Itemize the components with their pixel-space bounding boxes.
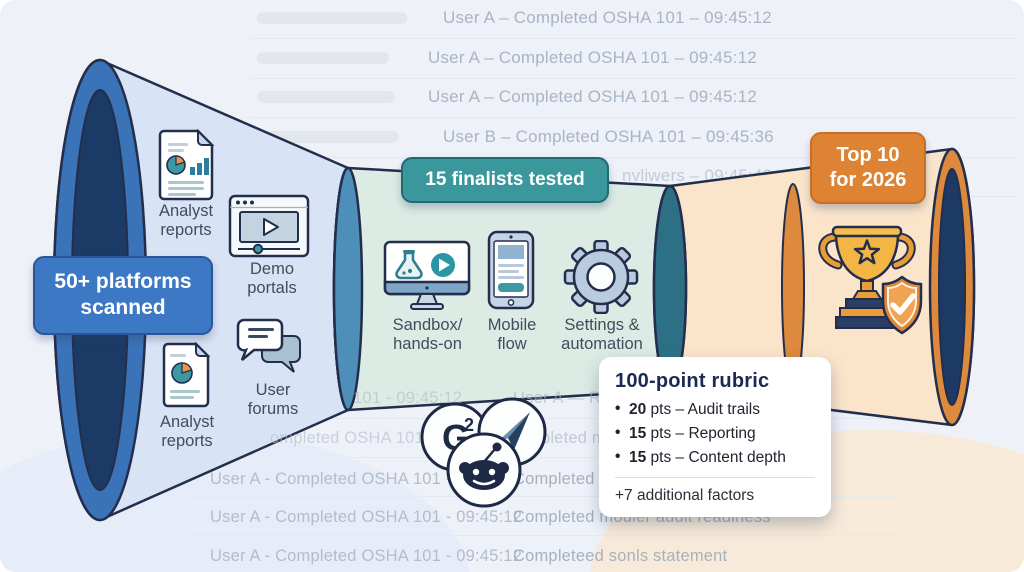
log-row: User A – Completed OSHA 101 – 09:45:12 [443,8,772,27]
row-separator [250,38,1016,39]
mobile-phone-icon [487,230,535,310]
log-row: Completeed sonls statement [513,547,728,565]
rubric-bullet: 20 pts – Audit trails [615,400,815,419]
rubric-divider [615,477,815,478]
log-pill [257,91,395,103]
demo-portals-icon [228,194,310,258]
log-pill [257,52,389,64]
log-row: 101 - 09:45:12 [353,389,463,407]
stage2-item-label: Sandbox/ hands-on [392,316,463,354]
svg-text:2: 2 [464,415,474,435]
shield-check-icon [881,275,923,335]
rubric-bullet: 15 pts – Reporting [615,424,815,443]
stage1-item-label: Analyst reports [158,202,214,240]
funnel-transition-1 [332,166,364,412]
rubric-title: 100-point rubric [615,370,770,392]
log-row: mpleted m [527,429,606,447]
funnel-mouth-right-inner [938,168,966,406]
rubric-bullet: 15 pts – Content depth [615,448,815,467]
rubric-list: 20 pts – Audit trails 15 pts – Reporting… [615,400,815,467]
log-pill [257,12,407,24]
log-row: Completed in [513,470,613,488]
row-separator [190,418,902,419]
rubric-footer: +7 additional factors [615,487,755,504]
row-separator [250,117,1016,118]
log-row: User A - Completed OSHA 101 - 09:45 [210,470,499,488]
trophy-icon [818,225,923,335]
row-separator [250,157,1016,158]
log-row: User A — Re [513,389,611,407]
stage2-item-label: Mobile flow [487,316,537,354]
stage1-badge: 50+ platforms scanned [33,256,213,335]
sandbox-monitor-icon [383,240,471,310]
review-sources: G 2 [420,397,547,508]
settings-gear-icon [563,240,639,314]
stage3-badge-line1: Top 10 [836,144,900,166]
analyst-reports-icon [158,128,215,201]
stage2-badge: 15 finalists tested [401,157,609,203]
rubric-card: 100-point rubric 20 pts – Audit trails 1… [599,357,831,517]
log-row: User A – Completed OSHA 101 – 09:45:12 [428,87,757,106]
user-forums-icon [236,318,301,373]
stage1-item-label: Analyst reports [159,413,215,451]
log-row: User A – Completed OSHA 101 – 09:45:12 [428,48,757,67]
reddit-icon [446,432,522,508]
stage1-item-label: User forums [247,381,299,419]
log-pill [257,131,399,143]
stage3-badge-line2: for 2026 [829,169,907,191]
row-separator [190,457,902,458]
stage1-item-label: Demo portals [247,260,297,298]
log-row: User B – Completed OSHA 101 – 09:45:36 [443,127,774,146]
analyst-reports-icon [162,341,211,408]
log-row: ompleted OSHA 101 - 0 [270,429,449,447]
row-separator [190,496,902,497]
stage3-badge: Top 10 for 2026 [810,132,926,204]
row-separator [250,78,1016,79]
log-row: User A - Completed OSHA 101 - 09:45:12 [210,508,523,526]
row-separator [190,535,902,536]
stage2-item-label: Settings & automation [561,316,643,354]
log-row: User A - Completed OSHA 101 - 09:45:12 [210,547,523,565]
